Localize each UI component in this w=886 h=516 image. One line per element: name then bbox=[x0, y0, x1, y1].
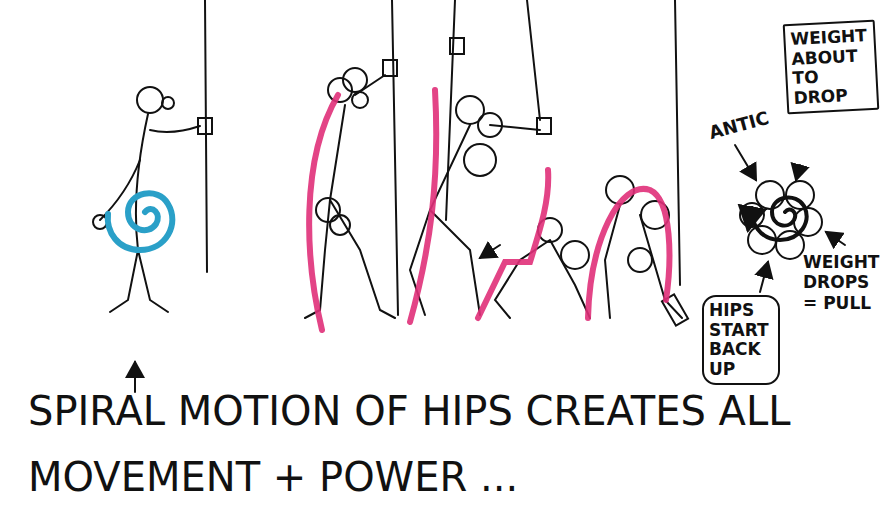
caption-text: SPIRAL MOTION OF HIPS CREATES ALL MOVEME… bbox=[28, 378, 868, 510]
note-box: WEIGHT ABOUT TO DROP bbox=[783, 20, 880, 115]
note-text: HIPS START BACK UP bbox=[709, 301, 773, 379]
note-text: WEIGHT ABOUT TO DROP bbox=[790, 26, 872, 108]
weight-drops-label: WEIGHT DROPS = PULL bbox=[803, 252, 883, 313]
antic-label: ANTIC bbox=[707, 102, 790, 144]
note-bubble: HIPS START BACK UP bbox=[702, 295, 780, 385]
